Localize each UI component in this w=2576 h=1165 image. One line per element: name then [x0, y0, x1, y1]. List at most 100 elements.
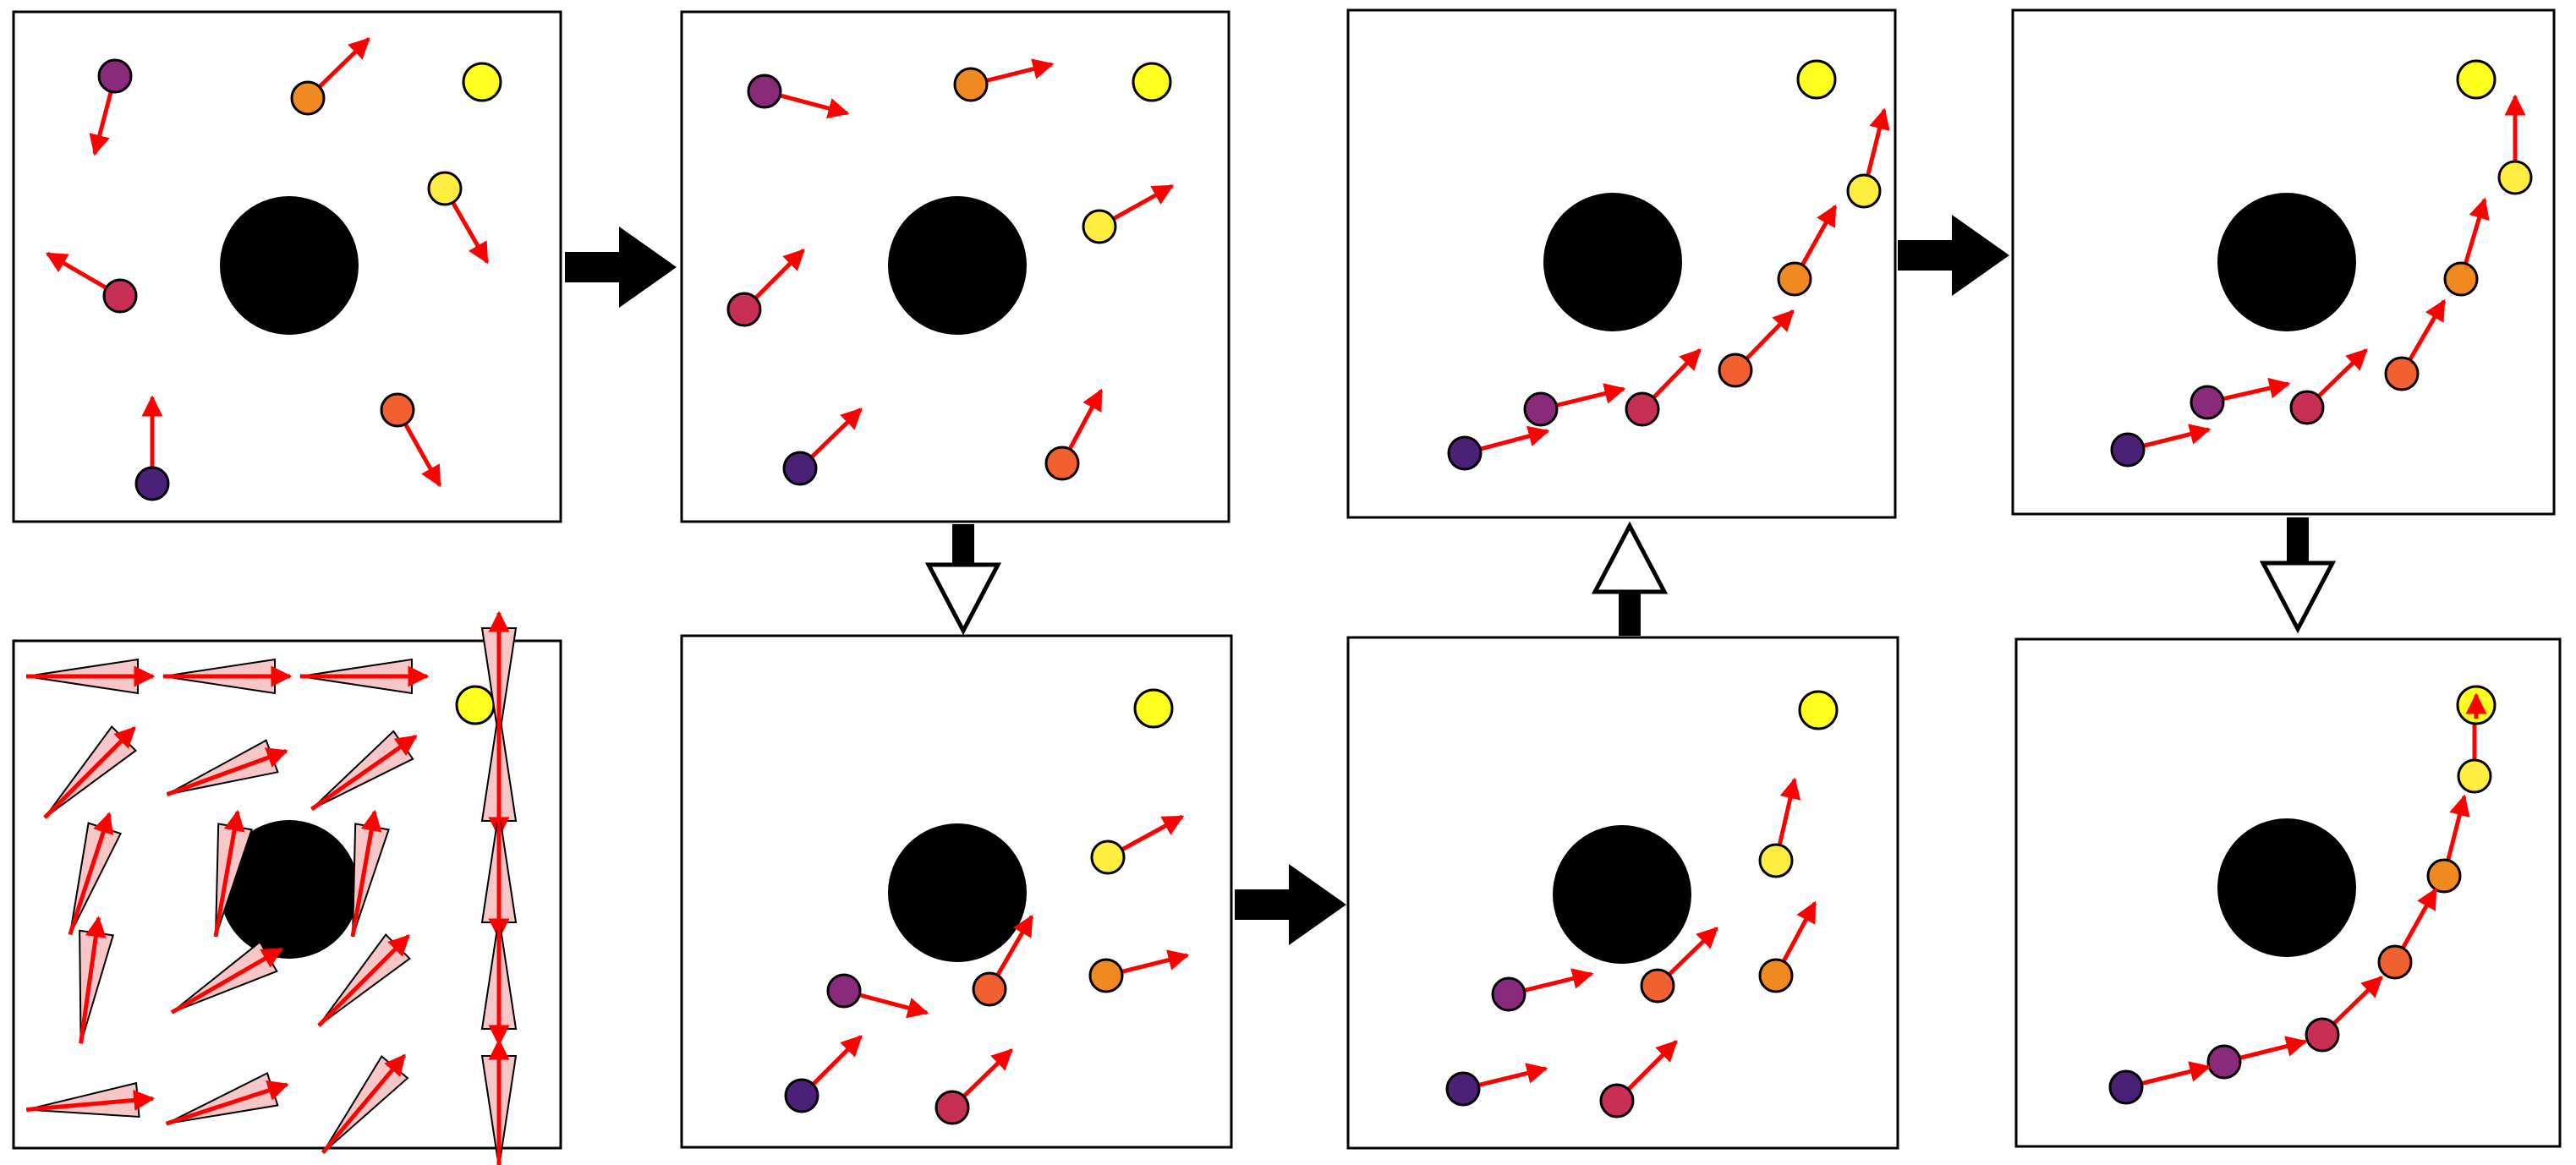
panel-final-path [2014, 637, 2562, 1148]
agent [934, 1048, 1013, 1125]
agent [1082, 183, 1175, 244]
velocity-arrow [317, 934, 410, 1027]
panel-path-refined [2011, 8, 2556, 516]
agent [2456, 685, 2497, 725]
velocity-arrow [43, 726, 136, 819]
agent [2426, 794, 2470, 894]
agent [826, 973, 929, 1019]
panel-step-2 [680, 634, 1233, 1149]
flow-arrow-step1-to-step2 [924, 524, 1002, 636]
agent [2456, 59, 2497, 100]
agent-dot [1523, 391, 1559, 427]
agent [380, 392, 442, 488]
agent-dot [2457, 758, 2492, 794]
agent-dot [972, 971, 1007, 1007]
flow-arrow-step2-to-step3 [1235, 864, 1346, 945]
agent-dot [1846, 173, 1882, 209]
agent-dot [782, 451, 818, 486]
agent [2384, 298, 2447, 391]
velocity-arrow [79, 916, 107, 1044]
agent [427, 171, 490, 265]
agent-dot [1796, 59, 1837, 100]
agent-dot [2377, 944, 2413, 980]
agent [1445, 1063, 1548, 1107]
agent [782, 407, 863, 486]
agent-dot [1491, 976, 1526, 1012]
agent [2110, 424, 2212, 468]
velocity-arrow [310, 734, 418, 812]
agent-dot [1798, 690, 1839, 730]
agent-dot [2426, 858, 2462, 894]
agent-dot [1132, 62, 1172, 102]
panel-step-1 [680, 10, 1230, 523]
velocity-arrow [165, 1080, 289, 1126]
obstacle [1553, 825, 1691, 964]
agent-dot [102, 278, 138, 314]
agent-dot [380, 392, 415, 428]
agent [1796, 59, 1837, 100]
velocity-arrow [166, 747, 288, 797]
agent-dot [2456, 59, 2497, 100]
agent-dot [2497, 160, 2533, 195]
agent [953, 58, 1055, 102]
agent [1640, 927, 1718, 1004]
agent [1523, 383, 1626, 427]
obstacle [2217, 818, 2356, 957]
agent [2305, 976, 2383, 1053]
agent [784, 1035, 863, 1113]
agent [134, 395, 170, 501]
obstacle [220, 820, 359, 959]
agent-dot [1082, 209, 1117, 244]
agent-dot [1718, 353, 1753, 388]
agent-dot [2289, 390, 2325, 425]
flow-arrow-initial-to-step1 [565, 227, 677, 308]
agent [2497, 94, 2533, 195]
flow-arrow-refined-to-final [2259, 517, 2337, 634]
agent [1133, 688, 1174, 729]
agent-dot [747, 74, 782, 109]
agent [1846, 107, 1890, 209]
agent-dot [1447, 435, 1483, 471]
agent [462, 62, 502, 102]
agent-dot [1133, 688, 1174, 729]
velocity-arrow [350, 809, 382, 938]
agent [972, 914, 1034, 1007]
obstacle [1543, 193, 1682, 331]
agent [1044, 388, 1104, 481]
agent-dot [2190, 385, 2225, 420]
agent-dot [1445, 1071, 1481, 1107]
velocity-arrow [213, 809, 245, 938]
agent-dot [1088, 958, 1124, 993]
agent-dot [2384, 356, 2420, 391]
agent [2443, 197, 2490, 297]
velocity-arrow [170, 947, 284, 1015]
panel-aligned-path [1346, 8, 1897, 519]
agent-dot [953, 67, 989, 102]
agent-dot [1090, 840, 1126, 875]
agent [2289, 348, 2368, 425]
velocity-arrow [321, 1053, 407, 1155]
agent [290, 37, 370, 116]
agent-dot [2108, 1069, 2144, 1105]
agent-dot [462, 62, 502, 102]
agent-dot [2110, 432, 2146, 468]
flow-arrow-aligned-to-refined [1898, 215, 2009, 296]
panel-step-3 [1346, 636, 1899, 1150]
agent-dot [134, 466, 170, 501]
agent-dot [2206, 1044, 2242, 1080]
agent [1798, 690, 1839, 730]
agent-dot [290, 80, 326, 116]
agent-dot [455, 685, 496, 725]
velocity-arrow [68, 812, 114, 936]
agent-dot [2443, 261, 2479, 297]
agent-dot [826, 973, 862, 1009]
obstacle [888, 196, 1027, 335]
agent [1758, 900, 1817, 993]
agent-dot [1777, 261, 1812, 297]
agent [1090, 814, 1185, 875]
agent [1491, 968, 1594, 1012]
agent-dot [1044, 446, 1080, 481]
velocity-arrow [26, 1089, 156, 1113]
agent-dot [1758, 958, 1794, 993]
